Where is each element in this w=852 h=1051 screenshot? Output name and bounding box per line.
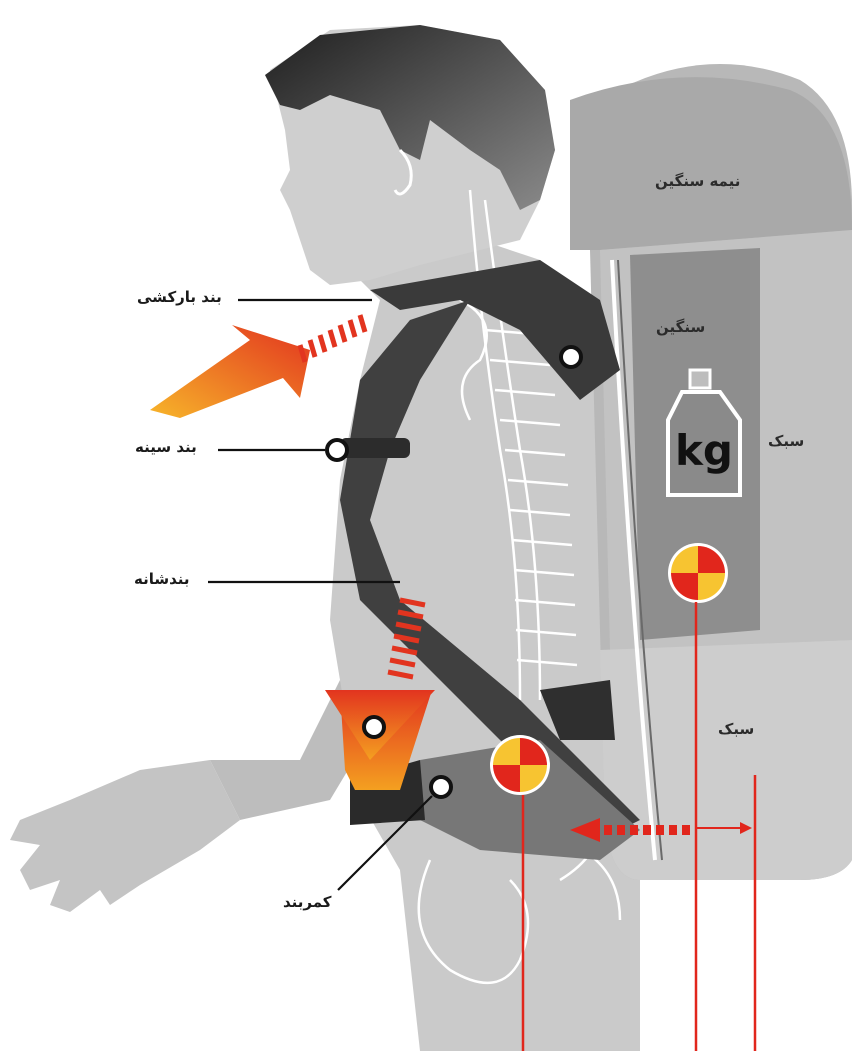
top-strap-label: بند بارکشی	[137, 288, 222, 306]
shoulder-strap-label: بندشانه	[134, 570, 190, 588]
zone-core-label: سنگین	[656, 318, 705, 336]
zone-bottom-label: سبک	[718, 720, 754, 738]
top-strap-arrow	[150, 315, 365, 418]
zone-top-label: نیمه سنگین	[655, 172, 740, 190]
zone-side-label: سبک	[768, 432, 804, 450]
hip-belt-label: کمربند	[283, 893, 332, 911]
chest-strap-label: بند سینه	[135, 438, 197, 456]
weight-icon-text: kg	[675, 426, 733, 475]
pack-cog-marker	[668, 543, 728, 603]
hip-cog-marker	[490, 735, 550, 795]
hand	[10, 760, 240, 912]
head	[265, 25, 555, 285]
